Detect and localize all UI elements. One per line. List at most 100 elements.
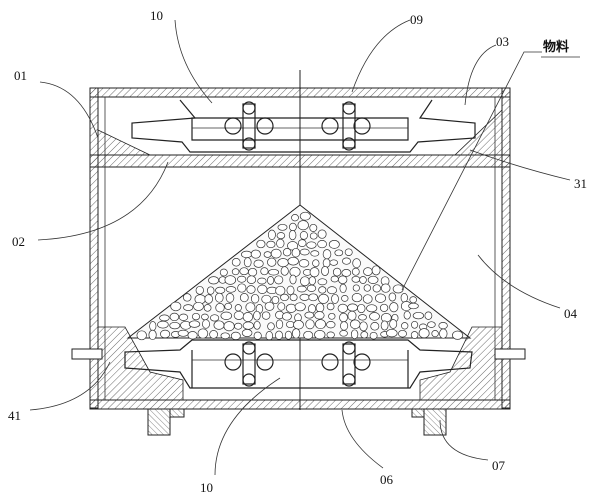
material-particle xyxy=(242,312,254,322)
material-particle xyxy=(276,232,286,240)
material-particle xyxy=(360,331,369,339)
material-particle xyxy=(277,258,289,268)
material-particle xyxy=(351,275,361,283)
material-particle xyxy=(237,283,247,293)
material-particle xyxy=(187,331,198,340)
material-particle xyxy=(293,320,304,330)
material-particle xyxy=(253,331,262,340)
material-particle xyxy=(248,267,258,277)
material-particle xyxy=(389,319,398,329)
material-particle xyxy=(317,240,327,249)
material-particle xyxy=(369,312,380,321)
material-particle xyxy=(339,283,347,294)
material-particle xyxy=(326,302,335,311)
material-particle xyxy=(275,319,284,330)
part-labels: 01 02 10 09 03 物料 31 04 41 10 06 07 xyxy=(8,8,587,495)
label-41: 41 xyxy=(8,408,21,423)
material-particle xyxy=(285,303,297,313)
material-particle xyxy=(322,258,331,268)
material-particle xyxy=(215,286,226,294)
material-particle xyxy=(261,311,271,320)
material-particle xyxy=(271,295,280,305)
material-particle xyxy=(438,322,448,330)
material-particle xyxy=(203,304,212,312)
right-foot-base xyxy=(411,408,425,418)
material-particle xyxy=(314,311,325,320)
material-particle xyxy=(241,250,253,259)
material-particle xyxy=(318,286,327,294)
lower-heater-block xyxy=(124,339,473,389)
material-particle xyxy=(206,286,215,295)
material-particle xyxy=(427,321,436,328)
material-particle xyxy=(267,257,277,267)
material-particle xyxy=(369,331,378,340)
label-31: 31 xyxy=(574,176,587,191)
material-particle xyxy=(215,292,224,303)
material-particle xyxy=(299,211,311,221)
material-particle xyxy=(195,285,204,295)
material-particle xyxy=(230,331,241,341)
label-material: 物料 xyxy=(543,39,569,55)
material-particle xyxy=(309,232,318,240)
material-particle xyxy=(197,328,209,339)
material-particle xyxy=(287,256,299,266)
material-particle xyxy=(328,312,336,320)
material-particle xyxy=(231,268,240,276)
material-particle xyxy=(303,330,314,340)
material-particle xyxy=(177,329,189,337)
material-particle xyxy=(363,267,373,276)
material-particle xyxy=(231,258,241,267)
material-particle xyxy=(362,294,373,304)
material-particle xyxy=(341,269,352,277)
material-particle xyxy=(239,267,249,276)
material-particle xyxy=(351,293,363,303)
material-particle xyxy=(431,330,439,338)
material-particle xyxy=(367,275,379,284)
material-particle xyxy=(267,276,275,285)
material-particle xyxy=(400,293,408,303)
label-03: 03 xyxy=(496,34,509,49)
material-particle xyxy=(274,275,284,285)
upper-bolts xyxy=(224,101,371,151)
material-particle xyxy=(224,275,237,285)
material-particle xyxy=(245,302,256,313)
material-particle xyxy=(277,302,286,311)
material-particle xyxy=(157,320,169,329)
material-particle xyxy=(296,285,307,293)
material-particle xyxy=(380,320,389,331)
material-particle xyxy=(170,301,182,312)
material-particle xyxy=(253,259,264,268)
material-particle xyxy=(380,283,391,293)
material-particle xyxy=(263,251,272,258)
material-particle xyxy=(308,276,316,286)
material-particle xyxy=(268,268,280,276)
material-particle xyxy=(363,284,371,292)
material-particle xyxy=(257,284,268,294)
material-particle xyxy=(306,241,317,249)
material-particle xyxy=(233,310,245,320)
material-particle xyxy=(375,293,386,303)
material-particle xyxy=(239,293,249,303)
material-particle xyxy=(250,249,261,259)
material-particle xyxy=(242,321,254,330)
material-particle xyxy=(275,330,283,340)
material-particle xyxy=(291,328,301,339)
material-particle xyxy=(315,302,325,313)
label-06: 06 xyxy=(380,472,394,487)
material-particle xyxy=(359,321,368,332)
material-particle xyxy=(136,330,147,341)
material-particle xyxy=(386,328,398,338)
right-foot xyxy=(423,408,447,436)
material-particle xyxy=(286,285,295,296)
material-particle xyxy=(237,275,247,283)
material-particle xyxy=(326,321,336,329)
material-particle xyxy=(267,229,276,240)
lower-bolts xyxy=(224,341,371,387)
upper-right-wedge xyxy=(454,109,503,156)
material-particle xyxy=(209,330,218,339)
material-particle xyxy=(318,293,329,304)
material-particle xyxy=(277,223,288,231)
material-particle xyxy=(411,320,419,329)
material-particle xyxy=(220,332,230,340)
